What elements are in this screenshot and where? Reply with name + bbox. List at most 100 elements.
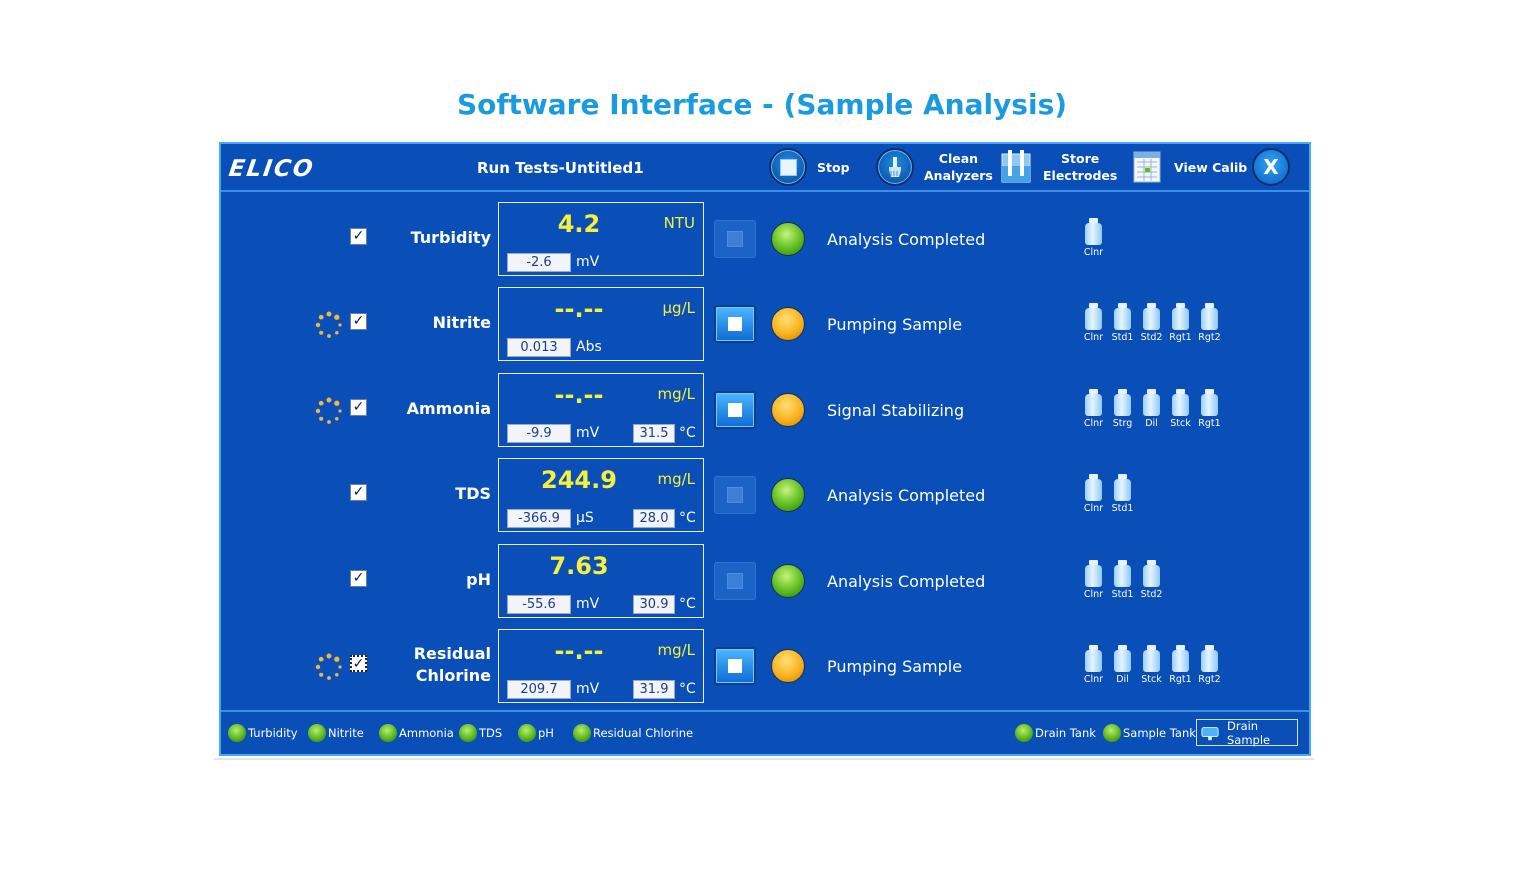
main-value: 4.2	[557, 210, 601, 238]
bottle-label: Dil	[1116, 674, 1129, 685]
status-text: Analysis Completed	[827, 486, 986, 505]
parameter-name: Ammonia	[406, 399, 491, 418]
raw-signal-unit: Abs	[576, 339, 602, 355]
parameter-name: pH	[466, 570, 491, 589]
status-text: Analysis Completed	[827, 572, 986, 591]
green-led-icon	[459, 724, 477, 742]
view-calib-label: View Calib	[1174, 159, 1248, 175]
value-unit: mg/L	[657, 641, 695, 659]
view-calib-button[interactable]: View Calib	[1132, 148, 1247, 186]
value-unit: µg/L	[662, 299, 695, 317]
value-unit: NTU	[663, 214, 695, 232]
bottle-label: Clnr	[1083, 674, 1104, 685]
status-text: Analysis Completed	[827, 230, 986, 249]
checkbox-ammonia[interactable]: ✓	[350, 399, 367, 416]
status-led-icon	[771, 478, 805, 512]
bottle-icon: Dil	[1108, 645, 1137, 685]
bottle-icon: Clnr	[1079, 218, 1108, 258]
store-electrodes-button[interactable]: Store Electrodes	[1001, 148, 1117, 186]
green-led-icon	[228, 724, 246, 742]
temperature-unit: °C	[679, 510, 696, 526]
raw-signal-unit: mV	[576, 254, 600, 270]
bottle-label: Clnr	[1083, 418, 1104, 429]
checkbox-turbidity[interactable]: ✓	[350, 228, 367, 245]
store-label-1: Store	[1061, 151, 1100, 166]
temperature-unit: °C	[679, 425, 696, 441]
green-led-icon	[379, 724, 397, 742]
stop-analyzer-button[interactable]	[714, 647, 756, 685]
stop-analyzer-button[interactable]	[714, 476, 756, 514]
green-led-icon	[1015, 724, 1033, 742]
bottle-label: Std1	[1111, 503, 1134, 514]
bottle-icon: Clnr	[1079, 645, 1108, 685]
parameter-name: Turbidity	[410, 228, 491, 247]
checkbox-residual-chlorine[interactable]: ✓	[350, 655, 367, 672]
stop-icon	[769, 148, 807, 186]
main-value: --.--	[554, 381, 604, 409]
bottle-icon: Clnr	[1079, 389, 1108, 429]
bottle-label: Std1	[1111, 332, 1134, 343]
value-unit: mg/L	[657, 385, 695, 403]
drain-sample-button[interactable]: Drain Sample	[1196, 718, 1298, 747]
main-value: 7.63	[549, 552, 609, 580]
bottle-icon: Strg	[1108, 389, 1137, 429]
bottle-icon: Std2	[1137, 303, 1166, 343]
clean-label-2: Analyzers	[924, 168, 993, 183]
calibration-sheet-icon	[1133, 151, 1161, 183]
elico-logo: ELICO	[227, 156, 317, 182]
status-text: Pumping Sample	[827, 657, 963, 676]
stop-analyzer-button[interactable]	[714, 391, 756, 429]
bottle-label: Clnr	[1083, 589, 1104, 600]
bottle-icon: Dil	[1137, 389, 1166, 429]
raw-signal-value: 0.013	[507, 338, 571, 357]
bottle-label: Stck	[1170, 418, 1191, 429]
bottle-icon: Std1	[1108, 303, 1137, 343]
raw-signal-unit: mV	[576, 425, 600, 441]
busy-spinner-icon	[315, 397, 342, 424]
main-value: 244.9	[541, 466, 617, 494]
indicator-nitrite: Nitrite	[308, 724, 364, 742]
bottle-label: Rgt1	[1169, 674, 1192, 685]
stop-analyzer-button[interactable]	[714, 305, 756, 343]
bottle-icon: Stck	[1166, 389, 1195, 429]
bottle-icon: Stck	[1137, 645, 1166, 685]
run-title: Run Tests-Untitled1	[477, 159, 644, 177]
stop-label: Stop	[817, 159, 850, 175]
bottle-label: Dil	[1145, 418, 1158, 429]
busy-spinner-icon	[315, 653, 342, 680]
checkbox-ph[interactable]: ✓	[350, 570, 367, 587]
checkbox-nitrite[interactable]: ✓	[350, 313, 367, 330]
close-button[interactable]: X	[1252, 148, 1290, 186]
clean-analyzers-button[interactable]: Clean Analyzers	[876, 148, 993, 186]
drain-icon	[1201, 726, 1219, 740]
bottle-label: Std1	[1111, 589, 1134, 600]
status-led-icon	[771, 564, 805, 598]
indicator-ammonia: Ammonia	[379, 724, 454, 742]
bottle-icon: Rgt2	[1195, 645, 1224, 685]
stop-analyzer-button[interactable]	[714, 220, 756, 258]
stop-button[interactable]: Stop	[769, 148, 850, 186]
stop-analyzer-button[interactable]	[714, 562, 756, 600]
indicator-drain-tank: Drain Tank	[1015, 724, 1096, 742]
checkbox-tds[interactable]: ✓	[350, 484, 367, 501]
bottle-label: Stck	[1141, 674, 1162, 685]
bottle-label: Strg	[1112, 418, 1133, 429]
raw-signal-value: -366.9	[507, 509, 571, 528]
temperature-value: 31.9	[633, 680, 675, 699]
bottle-label: Rgt1	[1198, 418, 1221, 429]
parameter-name: TDS	[455, 484, 491, 503]
parameter-name: Nitrite	[432, 313, 491, 332]
drain-sample-label: Drain Sample	[1226, 718, 1271, 747]
bottle-icon: Std2	[1137, 560, 1166, 600]
main-value: --.--	[554, 637, 604, 665]
